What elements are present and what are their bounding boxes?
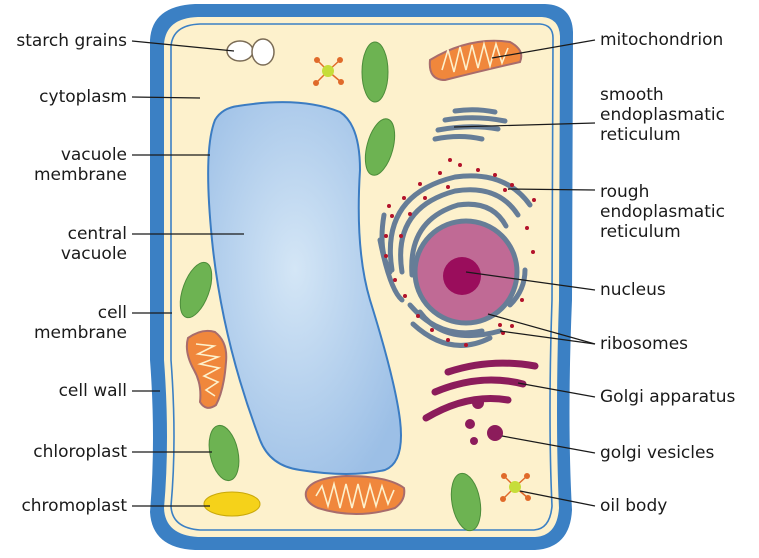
label-nucleus: nucleus <box>600 280 666 300</box>
label-golgi-vesicles: golgi vesicles <box>600 443 714 463</box>
label-oil-body: oil body <box>600 496 667 516</box>
label-starch-grains: starch grains <box>0 31 127 51</box>
chromoplast <box>204 492 260 516</box>
label-cell-wall: cell wall <box>0 381 127 401</box>
label-chromoplast: chromoplast <box>0 496 127 516</box>
mitochondrion <box>306 476 405 514</box>
label-golgi-apparatus: Golgi apparatus <box>600 387 735 407</box>
label-chloroplast: chloroplast <box>0 442 127 462</box>
chloroplast <box>362 42 388 102</box>
starch-grain <box>252 39 274 65</box>
label-mitochondrion: mitochondrion <box>600 30 723 50</box>
nucleolus <box>443 257 481 295</box>
label-cytoplasm: cytoplasm <box>0 87 127 107</box>
label-ribosomes: ribosomes <box>600 334 688 354</box>
